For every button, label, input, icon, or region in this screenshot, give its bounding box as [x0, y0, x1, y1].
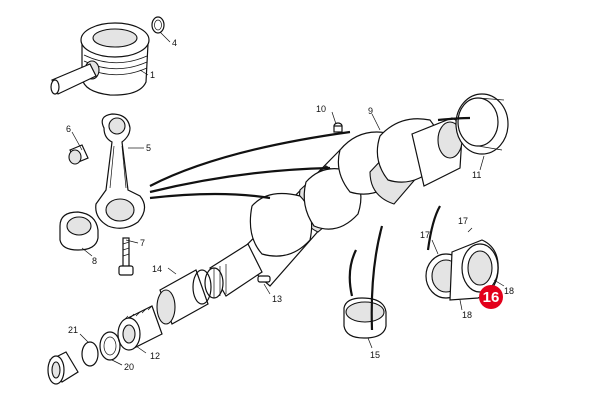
thrust-ring: [455, 93, 509, 155]
part-labels: 1 4 5 6 7 8 9 10 11 12 13 14 15 17 17 18…: [66, 38, 514, 372]
part-label-5: 5: [146, 143, 151, 153]
part-label-14: 14: [152, 264, 162, 274]
part-label-12: 12: [150, 351, 160, 361]
part-label-8: 8: [92, 256, 97, 266]
part-label-13: 13: [272, 294, 282, 304]
thrust-washer: [99, 331, 121, 361]
highlight-callout-circle[interactable]: [479, 285, 503, 309]
part-label-21: 21: [68, 325, 78, 335]
crank-gear-bearing: [156, 269, 212, 325]
highlight-callout[interactable]: 16: [479, 285, 503, 309]
small-end-bush: [68, 144, 89, 165]
crankshaft-gear: [117, 305, 163, 351]
part-label-18-right: 18: [504, 286, 514, 296]
connecting-rod: [95, 113, 146, 229]
part-label-20: 20: [124, 362, 134, 372]
part-label-6: 6: [66, 124, 71, 134]
crankshaft: [204, 117, 463, 299]
part-label-17-lower: 17: [420, 230, 430, 240]
front-seal-ring: [47, 351, 79, 385]
assembly-arrows: [149, 116, 471, 331]
connecting-rod-bolt: [118, 237, 134, 276]
part-label-18-bottom: 18: [462, 310, 472, 320]
part-label-9: 9: [368, 106, 373, 116]
part-label-7: 7: [140, 238, 145, 248]
crankshaft-plug: [333, 122, 343, 133]
big-end-bearing-shell: [59, 211, 99, 251]
part-label-10: 10: [316, 104, 326, 114]
leader-lines: [71, 31, 505, 366]
piston: [80, 22, 150, 96]
part-label-4: 4: [172, 38, 177, 48]
part-label-15: 15: [370, 350, 380, 360]
piston-pin: [50, 63, 97, 95]
part-label-17-upper: 17: [458, 216, 468, 226]
woodruff-key: [257, 275, 271, 283]
highlight-callout-label: 16: [483, 289, 500, 306]
part-label-11: 11: [472, 170, 481, 180]
main-bearing-shell: [343, 297, 387, 339]
part-label-1: 1: [150, 70, 155, 80]
piston-pin-circlip: [151, 16, 165, 34]
o-ring: [81, 341, 99, 367]
main-bearing-assembly: [425, 239, 499, 301]
